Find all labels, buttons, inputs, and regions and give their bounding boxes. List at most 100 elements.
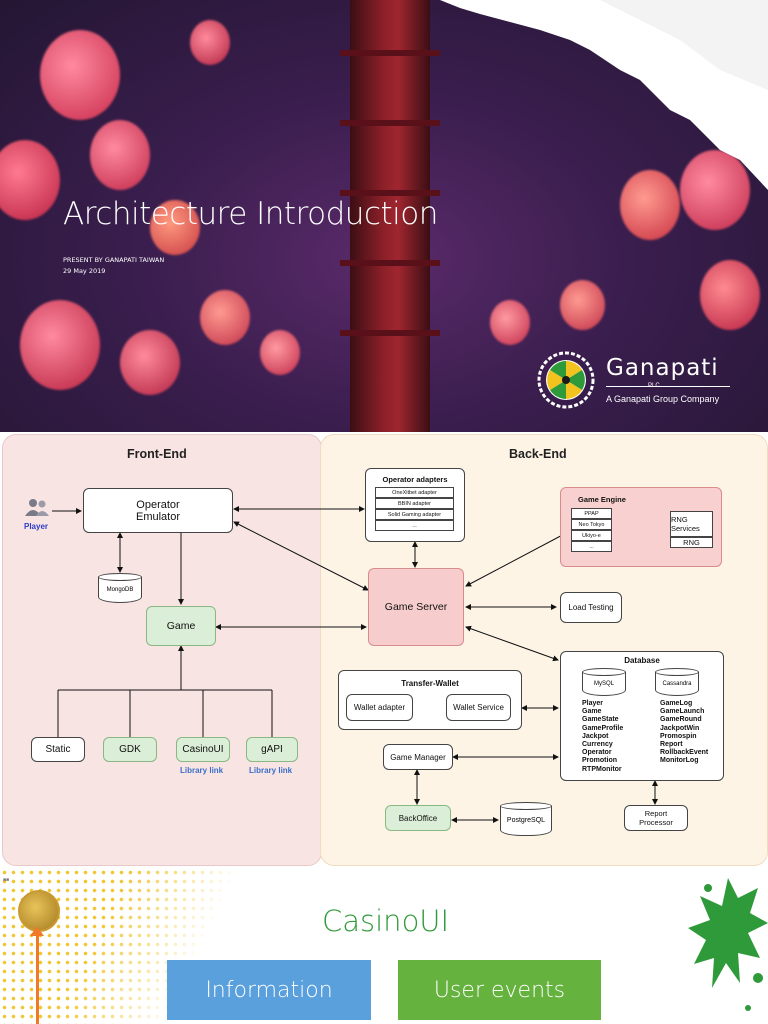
database-title: Database	[624, 656, 660, 665]
logo-tagline: A Ganapati Group Company	[606, 394, 720, 404]
operator-adapter-item: BBIN adapter	[375, 498, 454, 509]
mysql-label: MySQL	[582, 672, 626, 696]
lantern-decoration	[150, 200, 200, 255]
user-events-button[interactable]: User events	[398, 960, 601, 1020]
lantern-decoration	[260, 330, 300, 375]
section-title: CasinoUI	[322, 904, 450, 938]
coin-icon	[18, 890, 60, 932]
architecture-diagram: Front-End Back-End	[0, 432, 768, 868]
tower-beam	[340, 330, 440, 336]
postgresql-label: PostgreSQL	[500, 806, 552, 836]
tower-beam	[340, 260, 440, 266]
corner-label: ■■	[3, 877, 10, 883]
lantern-decoration	[120, 330, 180, 395]
information-button[interactable]: Information	[167, 960, 371, 1020]
wallet-service-box[interactable]: Wallet Service	[446, 694, 511, 721]
operator-emulator-box[interactable]: Operator Emulator	[83, 488, 233, 533]
list-item: RollbackEvent	[660, 749, 709, 757]
wallet-adapter-box[interactable]: Wallet adapter	[346, 694, 413, 721]
paint-splash-decoration	[688, 878, 768, 1011]
game-engine-item: Ukiyo-e	[571, 530, 612, 541]
operator-adapter-item: ...	[375, 520, 454, 531]
game-server-box[interactable]: Game Server	[368, 568, 464, 646]
report-processor-box[interactable]: Report Processor	[624, 805, 688, 831]
backend-title: Back-End	[509, 447, 567, 461]
tower-illustration	[350, 0, 430, 432]
casinoui-box[interactable]: CasinoUI	[176, 737, 230, 762]
backoffice-box[interactable]: BackOffice	[385, 805, 451, 831]
slide-subtitle: PRESENT BY GANAPATI TAIWAN 29 May 2019	[63, 255, 164, 277]
tower-beam	[340, 190, 440, 196]
lantern-decoration	[40, 30, 120, 120]
lantern-decoration	[0, 140, 60, 220]
lantern-decoration	[200, 290, 250, 345]
cylinder-top	[98, 573, 142, 581]
title-slide: Architecture Introduction PRESENT BY GAN…	[0, 0, 768, 432]
gdk-box[interactable]: GDK	[103, 737, 157, 762]
list-item: GameRound	[660, 716, 702, 724]
cylinder-top	[582, 668, 626, 676]
lantern-decoration	[20, 300, 100, 390]
list-item: GameLog	[660, 700, 693, 707]
rng-box: RNG	[670, 537, 713, 548]
transfer-wallet-title: Transfer-Wallet	[401, 679, 459, 688]
game-engine-item: Neo Tokyo	[571, 519, 612, 530]
cassandra-label: Cassandra	[655, 672, 699, 696]
list-item: Operator	[582, 749, 612, 757]
lantern-decoration	[620, 170, 680, 240]
list-item: MonitorLog	[660, 757, 699, 765]
lantern-decoration	[190, 20, 230, 65]
load-testing-box[interactable]: Load Testing	[560, 592, 622, 623]
casinoui-slide: ■■ CasinoUI Information User events	[0, 868, 768, 1024]
date-text: 29 May 2019	[63, 267, 106, 275]
lantern-decoration	[560, 280, 605, 330]
arrow-shaft	[36, 932, 39, 1024]
list-item: Promotion	[582, 757, 617, 765]
game-engine-item: ...	[571, 541, 612, 552]
logo-divider	[606, 386, 730, 387]
mysql-database: MySQL	[582, 668, 626, 696]
static-box[interactable]: Static	[31, 737, 85, 762]
lantern-decoration	[700, 260, 760, 330]
cassandra-database: Cassandra	[655, 668, 699, 696]
operator-adapters-title: Operator adapters	[382, 475, 448, 484]
gapi-library-link[interactable]: Library link	[249, 766, 293, 775]
list-item: JackpotWin	[660, 724, 700, 732]
list-item: GameProfile	[582, 724, 624, 732]
game-engine-item: PPAP	[571, 508, 612, 519]
gapi-box[interactable]: gAPI	[246, 737, 298, 762]
tower-beam	[340, 120, 440, 126]
game-box[interactable]: Game	[146, 606, 216, 646]
player-icon	[25, 499, 49, 516]
torn-paper-decoration	[440, 0, 768, 190]
logo-wordmark: Ganapati	[606, 355, 719, 381]
mongodb-database: MongoDB	[98, 573, 142, 603]
game-manager-box[interactable]: Game Manager	[383, 744, 453, 770]
tower-beam	[340, 50, 440, 56]
list-item: Currency	[582, 741, 613, 749]
mysql-table-list: Player Game GameState GameProfile Jackpo…	[582, 700, 623, 774]
list-item: Jackpot	[582, 732, 609, 740]
operator-adapter-item: OneXitbet adapter	[375, 487, 454, 498]
arrow-up-icon	[30, 926, 44, 936]
list-item: Player	[582, 700, 604, 707]
lantern-decoration	[90, 120, 150, 190]
cassandra-table-list: GameLog GameLaunch GameRound JackpotWin …	[660, 700, 708, 766]
list-item: Game	[582, 708, 602, 716]
list-item: RTPMonitor	[582, 765, 622, 773]
list-item: Promospin	[660, 732, 697, 740]
mongodb-label: MongoDB	[98, 577, 142, 603]
player-label: Player	[24, 522, 49, 531]
logo-plc: PLC	[648, 383, 660, 389]
presenter-text: PRESENT BY GANAPATI TAIWAN	[63, 256, 165, 264]
list-item: Report	[660, 741, 683, 749]
slide-title: Architecture Introduction	[63, 196, 438, 232]
rng-services-box: RNG Services	[670, 511, 713, 537]
game-engine-title: Game Engine	[578, 495, 626, 504]
list-item: GameState	[582, 716, 619, 724]
frontend-title: Front-End	[127, 447, 187, 461]
casinoui-library-link[interactable]: Library link	[180, 766, 224, 775]
lantern-decoration	[680, 150, 750, 230]
ganapati-logo-icon	[537, 351, 595, 409]
operator-adapter-item: Solid Gaming adapter	[375, 509, 454, 520]
